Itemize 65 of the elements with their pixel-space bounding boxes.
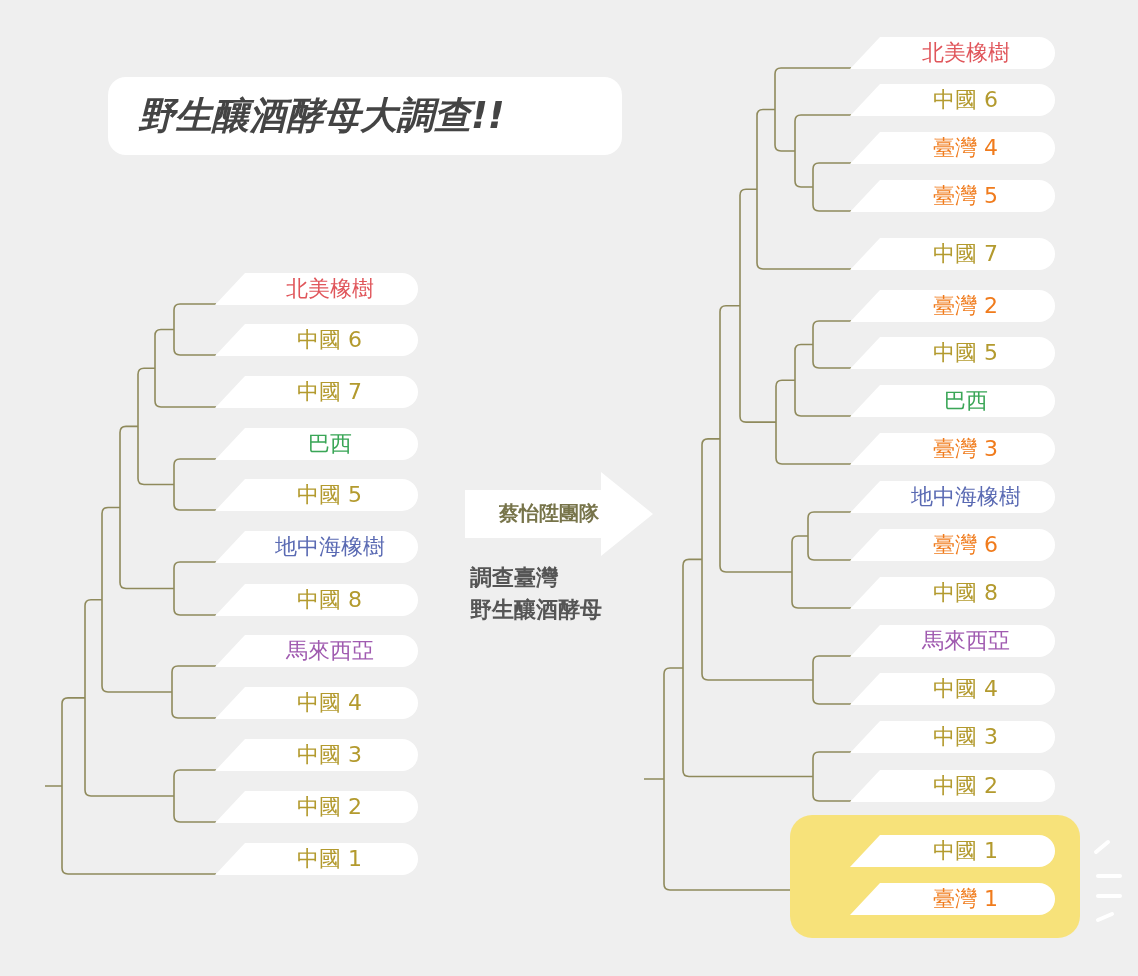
strain-name: 中國 7 — [932, 240, 999, 268]
label-tag — [850, 529, 1055, 561]
label-tag — [215, 739, 418, 771]
label-tag — [850, 835, 1055, 867]
label-tag — [215, 531, 418, 563]
label-tag — [215, 584, 418, 616]
strain-name: 地中海橡樹 — [909, 483, 1022, 511]
label-tag — [850, 180, 1055, 212]
strain-name: 中國 5 — [296, 481, 363, 509]
strain-name: 中國 6 — [296, 326, 363, 354]
strain-name: 中國 2 — [296, 793, 363, 821]
label-tag — [215, 635, 418, 667]
strain-name: 中國 1 — [932, 837, 999, 865]
strain-name: 中國 4 — [932, 675, 999, 703]
strain-name: 地中海橡樹 — [273, 533, 386, 561]
strain-name: 巴西 — [942, 387, 989, 415]
strain-name: 臺灣 2 — [932, 292, 999, 320]
arrow-label: 蔡怡陞團隊 — [498, 500, 600, 527]
strain-name: 中國 5 — [932, 339, 999, 367]
strain-name: 中國 1 — [296, 845, 363, 873]
label-tag — [850, 84, 1055, 116]
note: 調查臺灣 — [470, 564, 558, 592]
label-tag — [850, 238, 1055, 270]
label-tag — [215, 791, 418, 823]
label-tag — [850, 625, 1055, 657]
strain-name: 臺灣 6 — [932, 531, 999, 559]
strain-name: 巴西 — [306, 430, 353, 458]
label-tag — [850, 132, 1055, 164]
strain-name: 北美橡樹 — [284, 275, 375, 303]
strain-name: 中國 6 — [932, 86, 999, 114]
strain-name: 中國 8 — [932, 579, 999, 607]
strain-name: 中國 4 — [296, 689, 363, 717]
label-tag — [215, 843, 418, 875]
strain-name: 北美橡樹 — [920, 39, 1011, 67]
strain-name: 臺灣 5 — [932, 182, 999, 210]
strain-name: 臺灣 3 — [932, 435, 999, 463]
title: 野生釀酒酵母大調查!! — [138, 93, 505, 139]
label-tag — [215, 324, 418, 356]
label-tag — [850, 337, 1055, 369]
label-tag — [850, 433, 1055, 465]
strain-name: 臺灣 4 — [932, 134, 999, 162]
label-tag — [850, 721, 1055, 753]
label-tag — [215, 687, 418, 719]
strain-name: 臺灣 1 — [932, 885, 999, 913]
label-tag — [215, 479, 418, 511]
label-tag — [850, 290, 1055, 322]
label-tag — [215, 273, 418, 305]
label-tag — [850, 385, 1055, 417]
label-tag — [850, 481, 1055, 513]
label-tag — [850, 770, 1055, 802]
strain-name: 馬來西亞 — [284, 637, 375, 665]
label-tag — [215, 428, 418, 460]
label-tag — [850, 673, 1055, 705]
label-tag — [215, 376, 418, 408]
label-tag — [850, 577, 1055, 609]
strain-name: 中國 8 — [296, 586, 363, 614]
strain-name: 中國 3 — [932, 723, 999, 751]
strain-name: 馬來西亞 — [920, 627, 1011, 655]
strain-name: 中國 7 — [296, 378, 363, 406]
highlight-box — [790, 815, 1080, 938]
strain-name: 中國 2 — [932, 772, 999, 800]
strain-name: 中國 3 — [296, 741, 363, 769]
label-tag — [850, 883, 1055, 915]
note: 野生釀酒酵母 — [470, 596, 602, 624]
label-tag — [850, 37, 1055, 69]
